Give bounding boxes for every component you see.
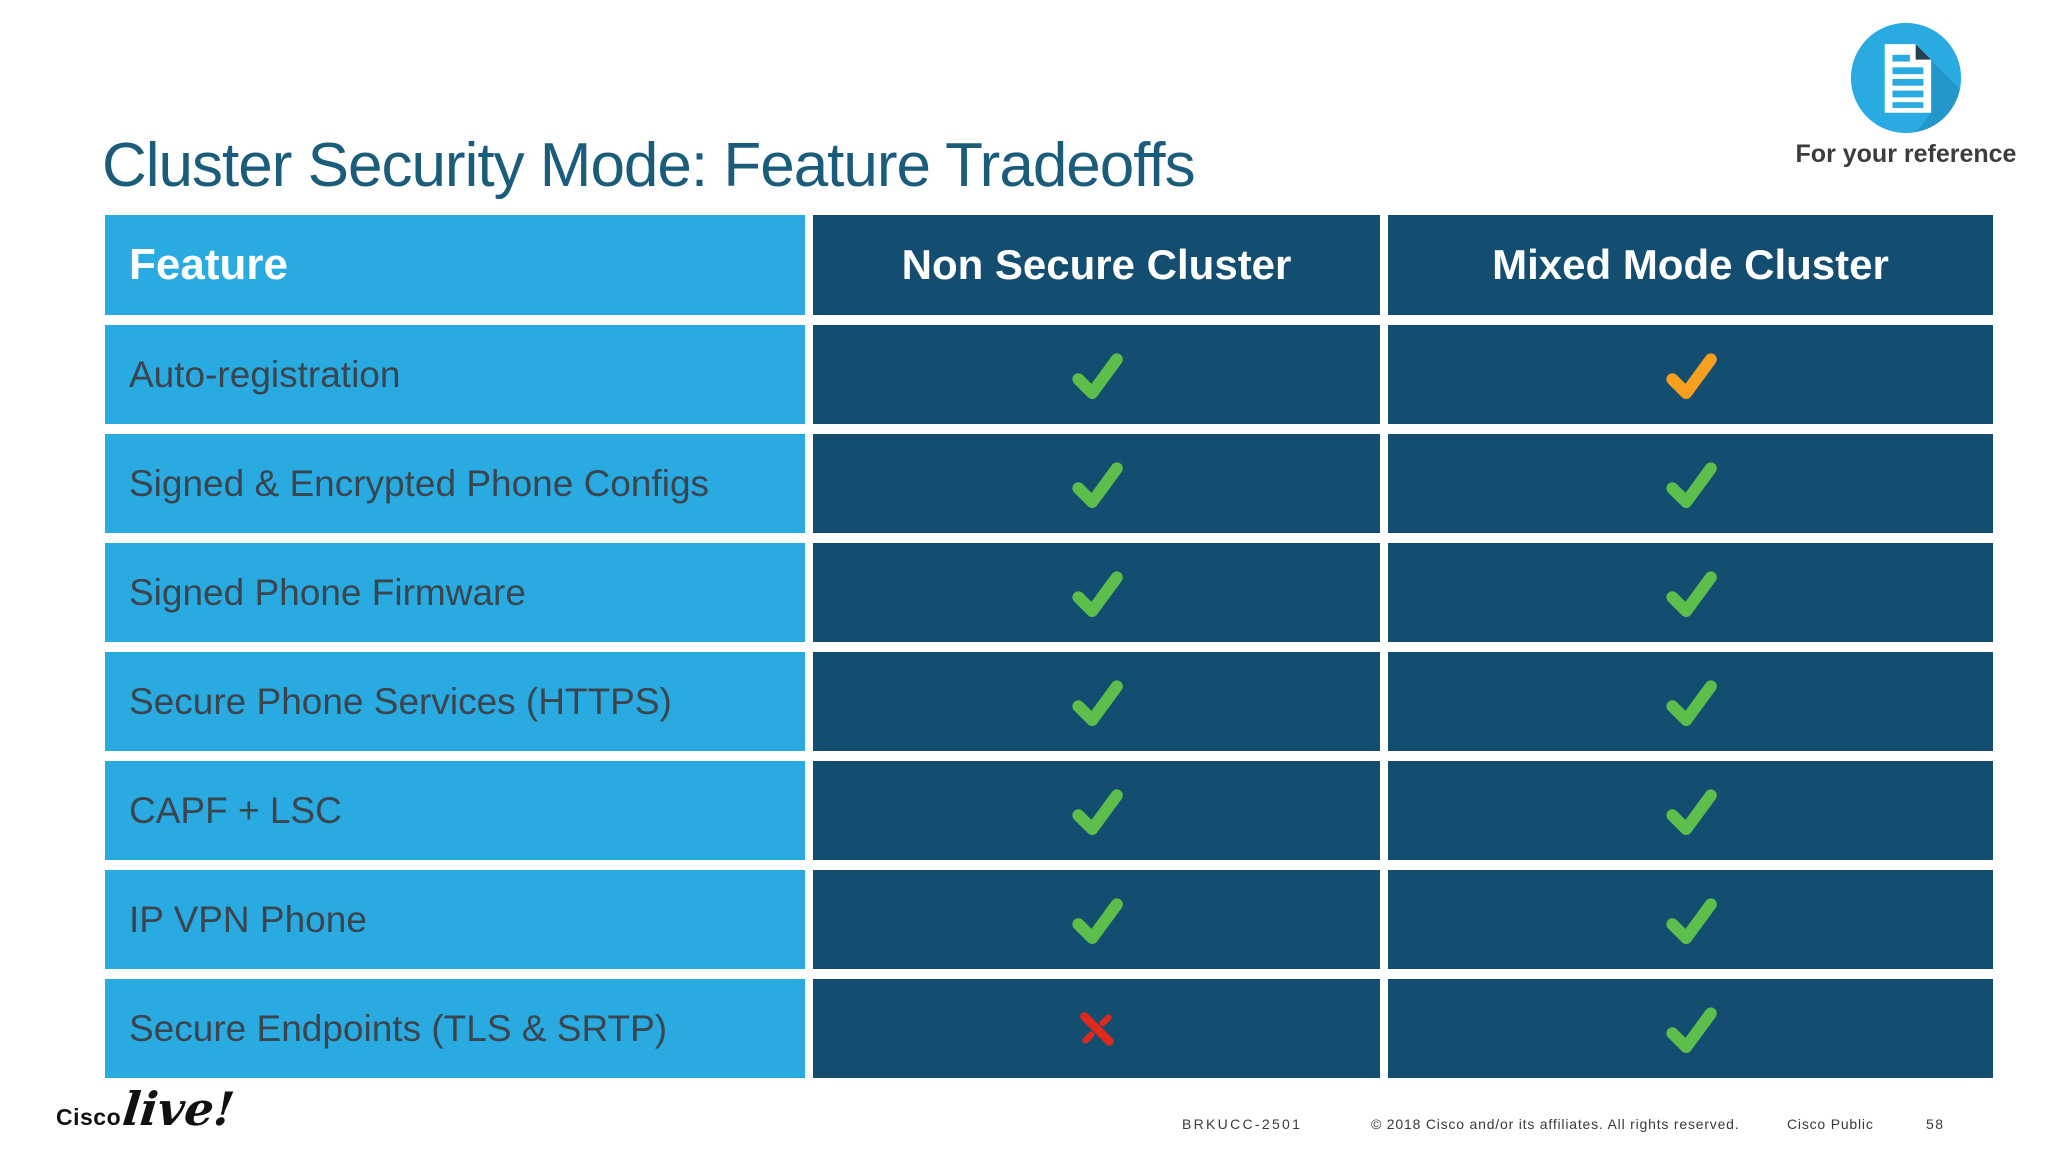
check-icon-green [1071, 788, 1123, 835]
feature-cell: CAPF + LSC [105, 761, 805, 860]
mixed-mode-cluster-cell [1388, 870, 1993, 969]
check-icon-green [1071, 679, 1123, 726]
mixed-mode-cluster-cell [1388, 652, 1993, 751]
check-icon-green [1071, 352, 1123, 399]
feature-cell: Signed Phone Firmware [105, 543, 805, 642]
reference-label: For your reference [1795, 140, 2017, 168]
feature-cell: IP VPN Phone [105, 870, 805, 969]
check-icon-green [1665, 897, 1717, 944]
cisco-live-logo: Cisco live! [56, 1082, 238, 1136]
copyright-text: © 2018 Cisco and/or its affiliates. All … [1371, 1116, 1740, 1132]
mixed-mode-cluster-cell [1388, 434, 1993, 533]
mixed-mode-cluster-cell [1388, 543, 1993, 642]
page-number: 58 [1926, 1116, 1945, 1132]
non-secure-cluster-cell [813, 979, 1380, 1078]
check-icon-green [1665, 1006, 1717, 1053]
non-secure-cluster-cell [813, 543, 1380, 642]
check-icon-green [1665, 570, 1717, 617]
cisco-brand-text: Cisco [56, 1104, 122, 1130]
cross-icon-red [1079, 1011, 1114, 1046]
feature-cell: Auto-registration [105, 325, 805, 424]
feature-cell: Secure Endpoints (TLS & SRTP) [105, 979, 805, 1078]
check-icon-green [1665, 679, 1717, 726]
mixed-mode-cluster-cell [1388, 761, 1993, 860]
non-secure-cluster-cell [813, 434, 1380, 533]
check-icon-green [1071, 570, 1123, 617]
feature-cell: Secure Phone Services (HTTPS) [105, 652, 805, 751]
feature-table: Feature Non Secure Cluster Mixed Mode Cl… [105, 215, 1993, 1078]
classification-text: Cisco Public [1787, 1116, 1874, 1132]
live-brand-text: live! [120, 1082, 238, 1136]
column-header-feature: Feature [105, 215, 805, 315]
session-code: BRKUCC-2501 [1182, 1116, 1303, 1132]
non-secure-cluster-cell [813, 870, 1380, 969]
document-icon [1850, 22, 1962, 134]
check-icon-green [1665, 461, 1717, 508]
reference-badge: For your reference [1788, 20, 2024, 169]
page-title: Cluster Security Mode: Feature Tradeoffs [102, 131, 1196, 200]
non-secure-cluster-cell [813, 761, 1380, 860]
non-secure-cluster-cell [813, 325, 1380, 424]
check-icon-green [1071, 461, 1123, 508]
non-secure-cluster-cell [813, 652, 1380, 751]
column-header-non-secure-cluster: Non Secure Cluster [813, 215, 1380, 315]
feature-cell: Signed & Encrypted Phone Configs [105, 434, 805, 533]
check-icon-green [1071, 897, 1123, 944]
check-icon-green [1665, 788, 1717, 835]
mixed-mode-cluster-cell [1388, 325, 1993, 424]
mixed-mode-cluster-cell [1388, 979, 1993, 1078]
check-icon-orange [1665, 352, 1717, 399]
column-header-mixed-mode-cluster: Mixed Mode Cluster [1388, 215, 1993, 315]
